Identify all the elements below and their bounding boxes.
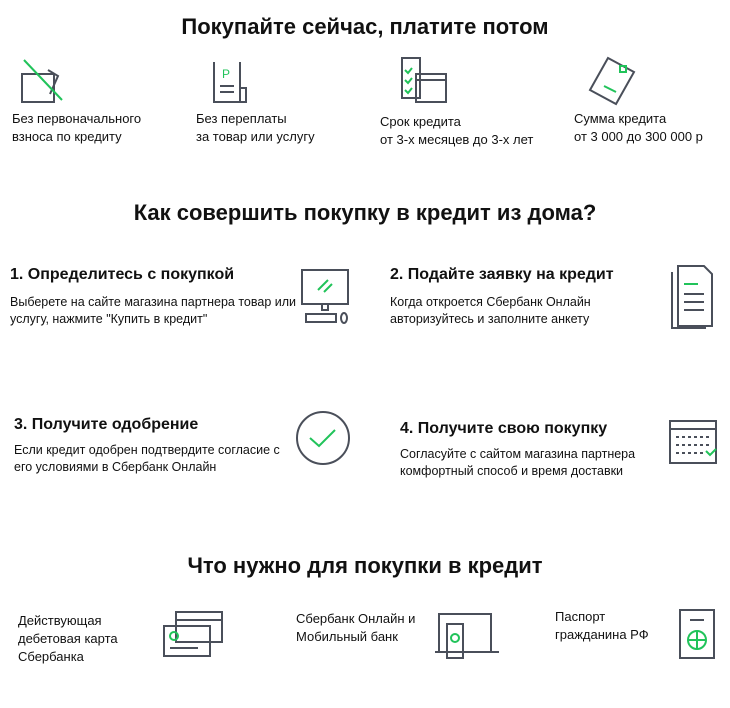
need-item-card: Действующая дебетовая карта Сбербанка: [18, 613, 118, 664]
calendar-checklist-icon: [401, 57, 447, 103]
section-title-need: Что нужно для покупки в кредит: [187, 553, 543, 578]
section-title-how: Как совершить покупку в кредит из дома?: [133, 200, 597, 225]
check-circle-icon: [296, 411, 350, 465]
passport-icon: [679, 609, 715, 659]
wallet-crossed-icon: [21, 59, 63, 103]
page-title: Покупайте сейчас, платите потом: [181, 14, 549, 39]
documents-icon: [671, 265, 713, 329]
computer-icon: [301, 269, 349, 324]
need-item-passport: Паспорт гражданина РФ: [555, 609, 649, 642]
devices-icon: [435, 613, 499, 659]
receipt-icon: P: [213, 62, 247, 103]
bank-cards-icon: [163, 611, 223, 657]
card-terminal-icon: [588, 56, 636, 106]
svg-text:P: P: [222, 67, 230, 81]
calendar-icon: [669, 420, 717, 464]
need-item-online: Сбербанк Онлайн и Мобильный банк: [296, 611, 416, 644]
